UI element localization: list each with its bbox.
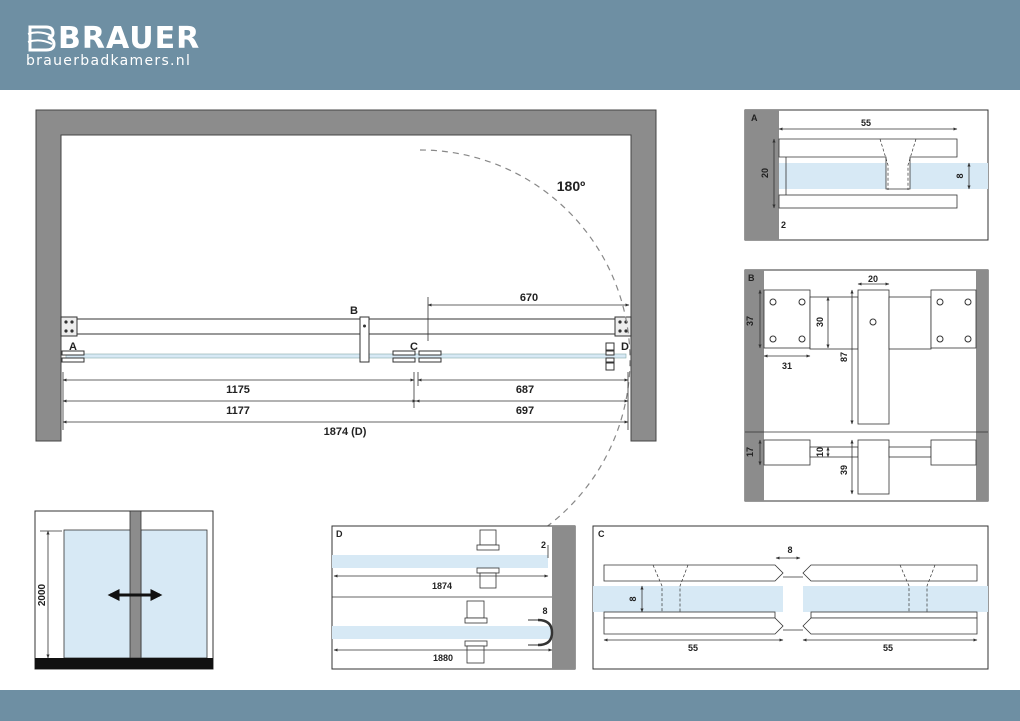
detail-b-label: B — [748, 273, 755, 283]
dim-670: 670 — [520, 292, 538, 304]
detail-b-w20: 20 — [868, 274, 878, 284]
detail-d: D 2 1874 8 1880 — [331, 525, 576, 670]
plan-label-c: C — [410, 341, 418, 353]
brand-name: BRAUER — [58, 21, 201, 56]
swing-arc — [419, 149, 631, 529]
dim-1175: 1175 — [226, 384, 250, 396]
brauer-logo-icon — [27, 25, 56, 52]
detail-d-gap: 2 — [541, 540, 546, 550]
detail-d-width-top: 1874 — [432, 581, 452, 591]
detail-d-width-bottom: 1880 — [433, 653, 453, 663]
website-link[interactable]: brauerbadkamers.nl — [26, 53, 192, 69]
detail-a-gap: 2 — [781, 220, 786, 230]
header-banner: BRAUER brauerbadkamers.nl — [0, 0, 1020, 90]
wall-bracket-left — [60, 316, 78, 337]
detail-c-right: 55 — [883, 643, 893, 653]
dim-height: 2000 — [37, 583, 48, 606]
hanger-b — [359, 316, 370, 363]
plan-label-b: B — [350, 305, 358, 317]
top-rail — [60, 318, 632, 335]
detail-c-glass: 8 — [628, 596, 638, 601]
detail-b-h10: 10 — [815, 447, 825, 457]
detail-c-left: 55 — [688, 643, 698, 653]
detail-c-label: C — [598, 529, 605, 539]
dim-687: 687 — [516, 384, 534, 396]
dim-697: 697 — [516, 405, 534, 417]
detail-b-h87: 87 — [839, 352, 849, 362]
plan-view: 180º B A C D 670 1175 687 1177 697 1874 … — [35, 109, 657, 529]
detail-a-width: 55 — [861, 118, 871, 128]
detail-a-glass: 8 — [955, 173, 965, 178]
detail-c-gap: 8 — [787, 545, 792, 555]
dim-total: 1874 (D) — [324, 426, 367, 438]
detail-b: B 20 37 30 31 87 17 10 39 — [744, 269, 989, 502]
angle-label: 180º — [557, 178, 585, 194]
detail-b-h37: 37 — [745, 316, 755, 326]
plan-wall — [35, 109, 657, 442]
detail-b-h39: 39 — [839, 465, 849, 475]
seal-profile — [537, 618, 554, 647]
detail-d-seal: 8 — [542, 606, 547, 616]
glass-panel — [65, 353, 627, 359]
detail-a-height: 20 — [760, 168, 770, 178]
footer-banner — [0, 690, 1020, 721]
detail-b-h17: 17 — [745, 447, 755, 457]
plan-label-d: D — [621, 341, 629, 353]
detail-c: C 8 8 55 55 — [592, 525, 989, 670]
detail-a-label: A — [751, 113, 758, 123]
detail-a: A 55 20 8 2 — [744, 109, 989, 241]
detail-b-w31: 31 — [782, 361, 792, 371]
elevation-view: 2000 — [34, 510, 214, 670]
dim-1177: 1177 — [226, 405, 250, 417]
detail-b-h30: 30 — [815, 317, 825, 327]
plan-label-a: A — [69, 341, 77, 353]
detail-d-label: D — [336, 529, 343, 539]
